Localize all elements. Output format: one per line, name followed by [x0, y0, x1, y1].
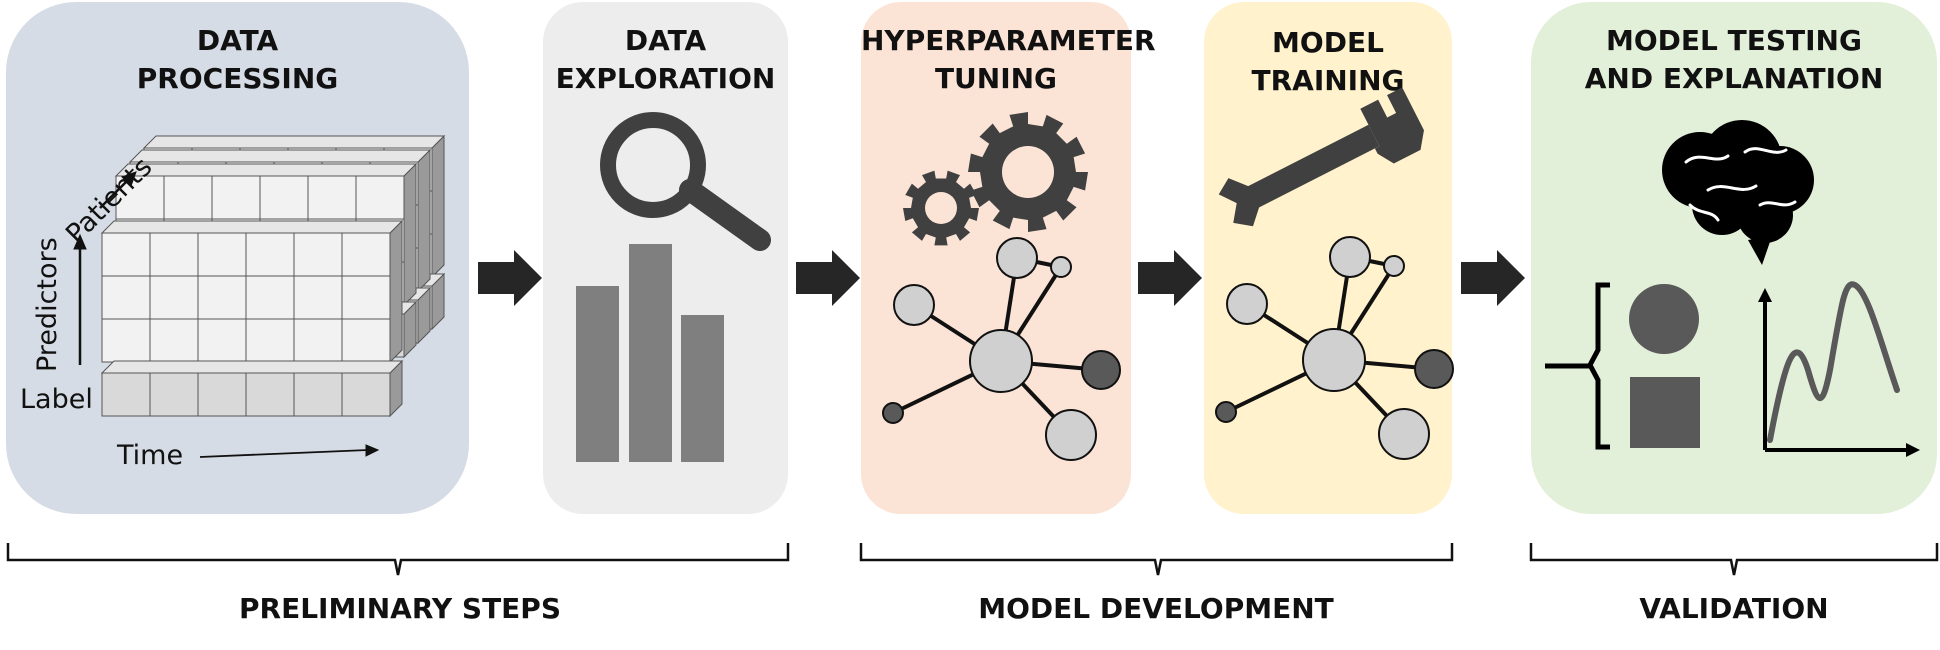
gear-icon — [968, 112, 1088, 232]
phase-label-validation: VALIDATION — [1639, 592, 1829, 625]
arrow-icon — [796, 250, 860, 306]
phase-label-development: MODEL DEVELOPMENT — [978, 592, 1334, 625]
gear-icon — [903, 170, 979, 246]
arrow-icon — [478, 250, 542, 306]
panel-title-hyperparameter-tuning: HYPERPARAMETER TUNING — [861, 24, 1156, 95]
bracket-development — [859, 543, 1454, 576]
bracket-preliminary — [6, 543, 790, 576]
panel-title-model-training: MODEL TRAINING — [1251, 26, 1405, 97]
cube-axes — [73, 171, 380, 458]
axis-label-label: Label — [20, 384, 93, 415]
phase-label-preliminary: PRELIMINARY STEPS — [239, 592, 561, 625]
bracket-validation — [1529, 543, 1939, 576]
panel-title-model-testing: MODEL TESTING AND EXPLANATION — [1584, 24, 1884, 95]
network-graph-training — [1215, 236, 1454, 460]
network-graph-tuning — [882, 237, 1121, 461]
axis-label-time: Time — [117, 440, 184, 471]
panel-title-data-exploration: DATA EXPLORATION — [555, 24, 776, 95]
arrow-icon — [1138, 250, 1202, 306]
panel-title-data-processing: DATA PROCESSING — [136, 24, 339, 95]
arrow-icon — [1461, 250, 1525, 306]
